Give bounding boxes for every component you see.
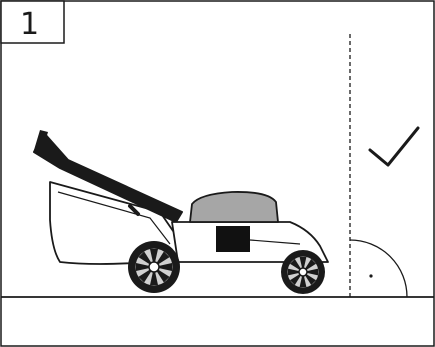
handle-lever [128,204,140,216]
handle-grip [34,130,48,152]
checkmark-icon [368,126,420,167]
rear-wheel [128,241,180,293]
step-number-frame [0,0,65,44]
step-number-box: 1 [0,0,65,44]
step-number: 1 [20,7,39,42]
engine-cover [189,191,279,223]
right-angle-icon [349,239,408,298]
right-angle-dot [369,274,373,278]
engine-block [216,226,250,252]
deck-line [249,239,301,245]
front-wheel [281,250,325,294]
grass-bag-seam [57,191,171,245]
